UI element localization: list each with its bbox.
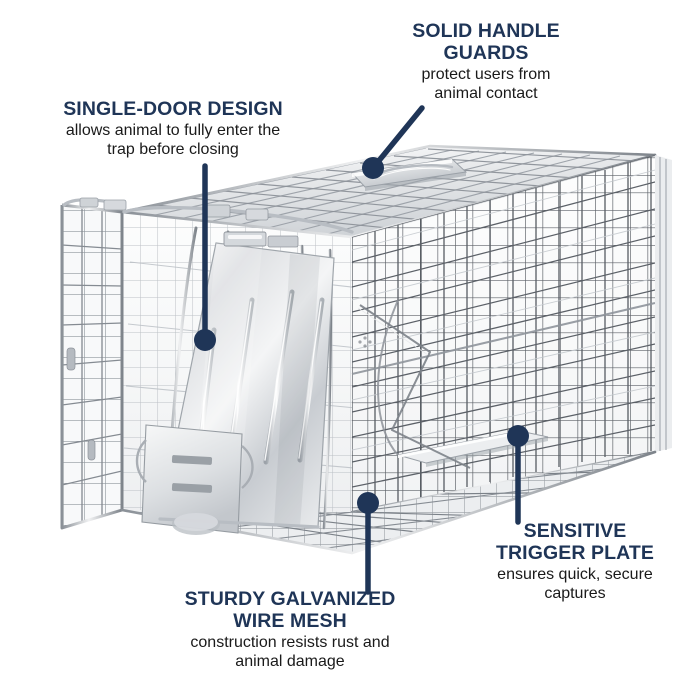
- callout-single-door-subtext: allows animal to fully enter the trap be…: [65, 122, 281, 158]
- callout-wire-mesh-subtext: construction resists rust and animal dam…: [190, 634, 390, 670]
- door-latch-plate: [135, 424, 254, 534]
- callout-wire-mesh: STURDY GALVANIZED WIRE MESH construction…: [150, 588, 430, 672]
- callout-handle-guards: SOLID HANDLE GUARDS protect users from a…: [370, 20, 602, 104]
- trigger-linkage-rod: [357, 304, 471, 469]
- callout-single-door-heading: SINGLE-DOOR DESIGN: [63, 98, 283, 120]
- brand-stamp-icon: [358, 336, 372, 348]
- wire-mesh-cage-body: [60, 144, 672, 555]
- callout-wire-mesh-heading: STURDY GALVANIZED WIRE MESH: [184, 588, 396, 633]
- callout-trigger-plate: SENSITIVE TRIGGER PLATE ensures quick, s…: [458, 520, 692, 604]
- callout-handle-guards-subtext: protect users from animal contact: [421, 66, 551, 102]
- cage-left-end-panel: [60, 197, 127, 530]
- cage-right-end-panel: [655, 155, 672, 452]
- door-frame-uprights: [120, 204, 354, 514]
- callout-trigger-plate-heading: SENSITIVE TRIGGER PLATE: [495, 520, 655, 565]
- callout-handle-guards-heading: SOLID HANDLE GUARDS: [412, 20, 560, 65]
- callout-single-door: SINGLE-DOOR DESIGN allows animal to full…: [36, 98, 310, 159]
- callout-trigger-plate-subtext: ensures quick, secure captures: [497, 566, 653, 602]
